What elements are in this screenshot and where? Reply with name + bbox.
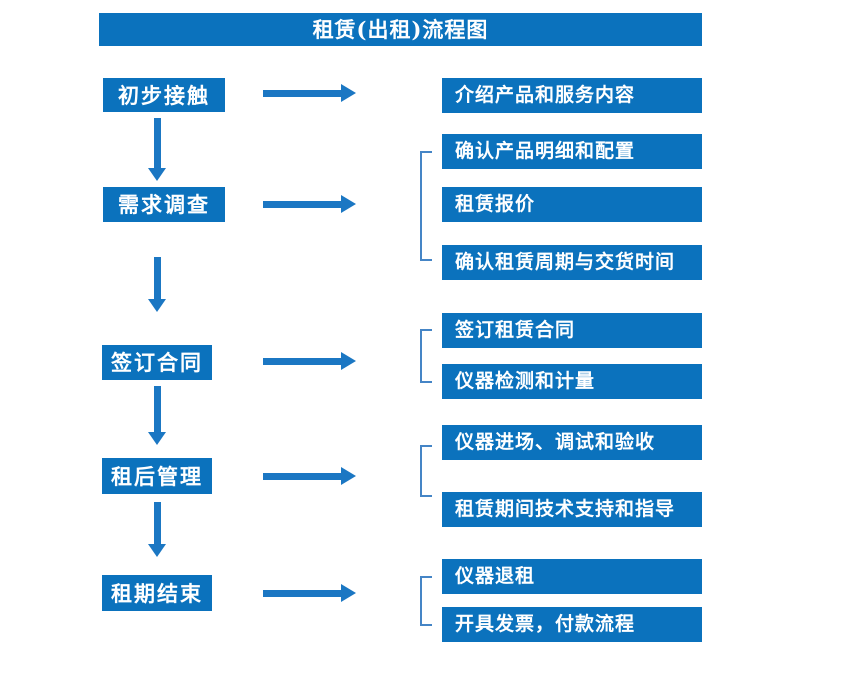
group-bracket xyxy=(420,445,432,497)
arrow-down-head-icon xyxy=(148,168,166,181)
group-bracket xyxy=(420,329,432,383)
group-bracket xyxy=(420,576,432,626)
step-box-sign-contract: 签订合同 xyxy=(102,345,212,380)
arrow-down-head-icon xyxy=(148,432,166,445)
arrow-right-icon xyxy=(263,201,341,208)
detail-box-instrument-test-calibration: 仪器检测和计量 xyxy=(442,364,702,399)
group-bracket xyxy=(420,151,432,261)
arrow-down-head-icon xyxy=(148,544,166,557)
arrow-right-head-icon xyxy=(341,584,356,602)
arrow-right-head-icon xyxy=(341,352,356,370)
detail-box-confirm-product-config: 确认产品明细和配置 xyxy=(442,134,702,169)
arrow-down-icon xyxy=(154,118,161,170)
arrow-right-icon xyxy=(263,590,341,597)
step-box-rental-end: 租期结束 xyxy=(102,575,212,611)
step-box-initial-contact: 初步接触 xyxy=(103,78,225,112)
step-box-demand-survey: 需求调查 xyxy=(103,187,225,222)
detail-box-rental-quote: 租赁报价 xyxy=(442,187,702,222)
arrow-right-head-icon xyxy=(341,195,356,213)
arrow-right-icon xyxy=(263,473,341,480)
step-box-post-rental-management: 租后管理 xyxy=(102,458,212,494)
arrow-down-head-icon xyxy=(148,299,166,312)
detail-box-confirm-period-delivery: 确认租赁周期与交货时间 xyxy=(442,245,702,280)
arrow-right-head-icon xyxy=(341,467,356,485)
arrow-down-icon xyxy=(154,386,161,434)
detail-box-instrument-return: 仪器退租 xyxy=(442,559,702,594)
arrow-right-icon xyxy=(263,358,341,365)
arrow-right-icon xyxy=(263,90,341,97)
diagram-title: 租赁(出租)流程图 xyxy=(99,13,702,46)
detail-box-sign-rental-contract: 签订租赁合同 xyxy=(442,313,702,348)
detail-box-instrument-setup-acceptance: 仪器进场、调试和验收 xyxy=(442,425,702,460)
detail-box-introduce-products: 介绍产品和服务内容 xyxy=(442,78,702,113)
detail-box-technical-support: 租赁期间技术支持和指导 xyxy=(442,492,702,527)
arrow-down-icon xyxy=(154,257,161,301)
arrow-down-icon xyxy=(154,502,161,546)
arrow-right-head-icon xyxy=(341,84,356,102)
detail-box-invoice-payment: 开具发票，付款流程 xyxy=(442,607,702,642)
